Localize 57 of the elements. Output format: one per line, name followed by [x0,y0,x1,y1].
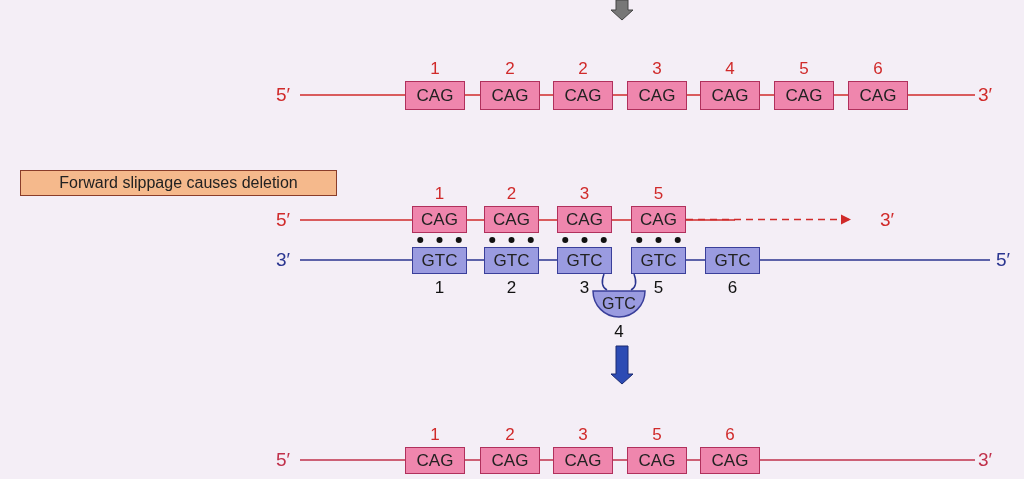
repeat-box: CAG [480,81,540,110]
repeat-box: CAG [405,447,465,474]
repeat-number: 5 [652,184,665,204]
repeat-number: 3 [577,425,589,445]
repeat-number: 5 [798,59,810,79]
repeat-box: CAG [700,81,760,110]
repeat-number: 2 [504,425,516,445]
repeat-number: 4 [724,59,736,79]
repeat-box: GTC [631,247,686,274]
repeat-box: CAG [405,81,465,110]
repeat-box: CAG [700,447,760,474]
repeat-number: 3 [578,278,591,298]
repeat-box: CAG [627,81,687,110]
repeat-number: 1 [433,278,446,298]
repeat-box: CAG [480,447,540,474]
repeat-number: 3 [578,184,591,204]
repeat-label: GTC [602,295,636,313]
repeat-box: CAG [627,447,687,474]
repeat-box: CAG [484,206,539,233]
arrow [685,214,852,225]
looped-strand [630,273,637,291]
repeat-number: 6 [872,59,884,79]
repeat-number: 2 [504,59,516,79]
repeat-number: 2 [577,59,589,79]
repeat-number: 1 [429,59,441,79]
strand-end-label: 5′ [996,249,1011,271]
strand-end-label: 3′ [880,209,895,231]
repeat-number: 1 [433,184,446,204]
repeat-box: GTC [557,247,612,274]
repeat-box: CAG [774,81,834,110]
strand-end-label: 3′ [978,449,993,471]
heading-banner: Forward slippage causes deletion [20,170,337,196]
repeat-number: 6 [724,425,736,445]
repeat-number: 3 [651,59,663,79]
repeat-number: 6 [726,278,739,298]
looped-out-repeat [592,290,646,318]
looped-strand [601,273,608,291]
repeat-box: CAG [553,447,613,474]
strand-end-label: 3′ [978,84,993,106]
repeat-box: GTC [705,247,760,274]
repeat-number: 2 [505,278,518,298]
repeat-box: GTC [484,247,539,274]
repeat-number: 5 [651,425,663,445]
repeat-box: CAG [412,206,467,233]
strand-end-label: 5′ [276,449,291,471]
strand-end-label: 3′ [276,249,291,271]
repeat-number: 2 [505,184,518,204]
repeat-box: CAG [553,81,613,110]
strand-end-label: 5′ [276,209,291,231]
repeat-box: CAG [557,206,612,233]
repeat-box: GTC [412,247,467,274]
strand-end-label: 5′ [276,84,291,106]
repeat-box: CAG [848,81,908,110]
repeat-number: 4 [613,322,625,342]
repeat-number: 1 [429,425,441,445]
repeat-box: CAG [631,206,686,233]
repeat-number: 5 [652,278,665,298]
